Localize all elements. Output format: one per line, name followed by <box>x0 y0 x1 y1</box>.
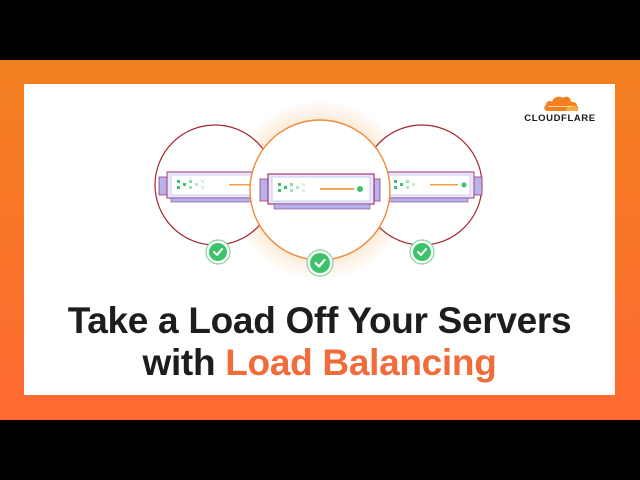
server-node-left <box>154 124 278 265</box>
check-circle-icon <box>306 249 334 277</box>
load-balancing-illustration <box>154 102 483 278</box>
headline-line-2: with Load Balancing <box>24 342 615 384</box>
headline-line-1: Take a Load Off Your Servers <box>67 300 572 341</box>
server-node-right <box>361 124 483 265</box>
headline-prefix: with <box>142 342 226 383</box>
headline-accent: Load Balancing <box>225 342 497 383</box>
cloudflare-logo: CLOUDFLARE <box>519 94 601 124</box>
check-circle-icon <box>205 239 231 265</box>
thumbnail-panel: CLOUDFLARE Take a Load Off Your Servers … <box>24 84 615 395</box>
orange-frame: CLOUDFLARE Take a Load Off Your Servers … <box>0 60 640 420</box>
server-node-center <box>249 119 391 277</box>
cloud-icon <box>544 96 579 111</box>
check-circle-icon <box>409 239 435 265</box>
server-icon <box>259 173 381 210</box>
logo-wordmark: CLOUDFLARE <box>524 113 596 124</box>
